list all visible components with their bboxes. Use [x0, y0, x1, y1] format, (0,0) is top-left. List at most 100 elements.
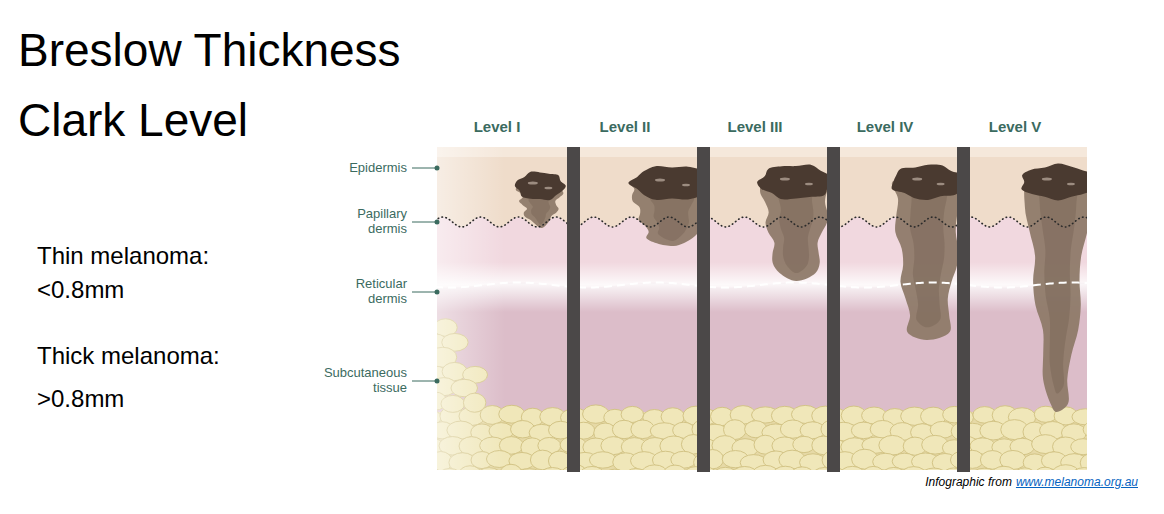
- tumour-cap: [515, 172, 566, 201]
- tumour-highlight: [780, 178, 790, 181]
- skin-slice: [437, 147, 567, 470]
- tumour-cap: [628, 166, 697, 200]
- fat-globule: [862, 466, 884, 470]
- tumour-texture: [908, 178, 950, 327]
- tumour-body: [1024, 176, 1087, 412]
- fat-globule: [943, 406, 957, 422]
- tumour-highlight: [1042, 178, 1052, 181]
- tumour-cap: [757, 165, 827, 200]
- fat-globule: [822, 450, 827, 470]
- junction-dotted-line: [840, 217, 957, 227]
- tumour-highlight: [655, 179, 665, 182]
- fat-globule: [560, 466, 567, 470]
- caption: Infographic from: [925, 475, 1012, 489]
- leader-line: [412, 222, 437, 223]
- reticular-dermis-layer: [437, 147, 567, 470]
- fat-globule: [1071, 439, 1087, 455]
- tumour-highlight: [1067, 183, 1075, 186]
- block-side-shade: [437, 147, 507, 470]
- fat-globule: [580, 466, 604, 470]
- level-label: Level III: [700, 118, 810, 135]
- thin-value: <0.8mm: [37, 276, 124, 304]
- slice-side-bar: [827, 147, 840, 472]
- dermis-dashed-line: [840, 283, 957, 288]
- tumour-body: [892, 176, 957, 340]
- junction-dotted-line: [970, 217, 1087, 227]
- fat-globule: [840, 466, 865, 470]
- fat-globule: [879, 435, 906, 455]
- skin-slice: [970, 147, 1087, 470]
- fat-globule: [683, 467, 697, 470]
- slice-side-bar: [567, 147, 580, 472]
- layer-name: Epidermis: [315, 161, 407, 176]
- slice-side-bar: [697, 147, 710, 472]
- fat-globule: [603, 469, 626, 470]
- skin-slice: [840, 147, 957, 470]
- fat-globule: [920, 468, 948, 470]
- fat-globule: [1083, 421, 1087, 438]
- layer-name: Reticular dermis: [315, 277, 407, 307]
- dermis-dashed-line: [437, 283, 567, 288]
- fat-globule: [1014, 468, 1036, 470]
- tumour-cap: [1021, 164, 1087, 201]
- tumour-highlight: [805, 183, 813, 186]
- fat-globule: [1052, 465, 1080, 470]
- fat-globule: [516, 469, 543, 470]
- fat-globule: [900, 467, 927, 470]
- tumour-highlight: [544, 187, 552, 190]
- leader-dot: [435, 379, 440, 384]
- fat-globule: [641, 465, 668, 470]
- skin-surface: [840, 147, 957, 157]
- junction-dotted-line: [437, 217, 567, 227]
- fat-globule: [951, 422, 957, 441]
- fat-globule: [812, 436, 827, 455]
- title: Breslow Thickness: [18, 24, 401, 77]
- tumour-highlight: [937, 183, 945, 186]
- leader-dot: [435, 220, 440, 225]
- fat-globule: [549, 421, 567, 439]
- tumour-highlight: [912, 178, 922, 181]
- fat-globule: [1070, 468, 1087, 470]
- skin-surface: [710, 147, 827, 157]
- tumour-highlight: [682, 184, 690, 187]
- layer-name: Subcutaneous tissue: [315, 366, 407, 396]
- caption-row: Infographic from www.melanoma.org.au: [925, 475, 1138, 489]
- tumour-highlight: [528, 182, 538, 185]
- skin-surface: [970, 147, 1087, 157]
- dermis-dashed-line: [580, 283, 697, 288]
- layer-name: Papillary dermis: [315, 207, 407, 237]
- level-label: Level II: [570, 118, 680, 135]
- leader-line: [412, 292, 437, 293]
- fat-globule: [991, 466, 1018, 470]
- leader-line: [412, 381, 437, 382]
- fat-globule: [881, 467, 906, 470]
- fat-globule: [580, 422, 595, 439]
- leader-line: [412, 168, 437, 169]
- dermis-dashed-line: [970, 283, 1087, 288]
- level-label: Level IV: [830, 118, 940, 135]
- fat-globule: [1034, 467, 1056, 470]
- fat-globule: [811, 468, 827, 470]
- leader-dot: [435, 290, 440, 295]
- thin-label: Thin melanoma:: [37, 242, 209, 270]
- tumour-cap: [892, 164, 957, 200]
- source-link: www.melanoma.org.au: [1016, 475, 1138, 489]
- fat-globule: [710, 450, 724, 469]
- fat-globule: [950, 451, 957, 469]
- thick-label: Thick melanoma:: [37, 342, 220, 370]
- skin-surface: [580, 147, 697, 157]
- junction-dotted-line: [710, 217, 827, 227]
- skin-slice: [710, 147, 827, 470]
- dermis-dashed-line: [710, 283, 827, 288]
- heading-line: Clark Level: [18, 94, 248, 147]
- fat-globule: [560, 437, 567, 454]
- leader-dot: [435, 166, 440, 171]
- fat-globule: [942, 468, 957, 470]
- junction-dotted-line: [580, 217, 697, 227]
- fat-globule: [589, 452, 616, 468]
- level-label: Level V: [960, 118, 1070, 135]
- skin-slice: [580, 147, 697, 470]
- slice-side-bar: [957, 147, 970, 472]
- tumour-texture: [1039, 178, 1078, 393]
